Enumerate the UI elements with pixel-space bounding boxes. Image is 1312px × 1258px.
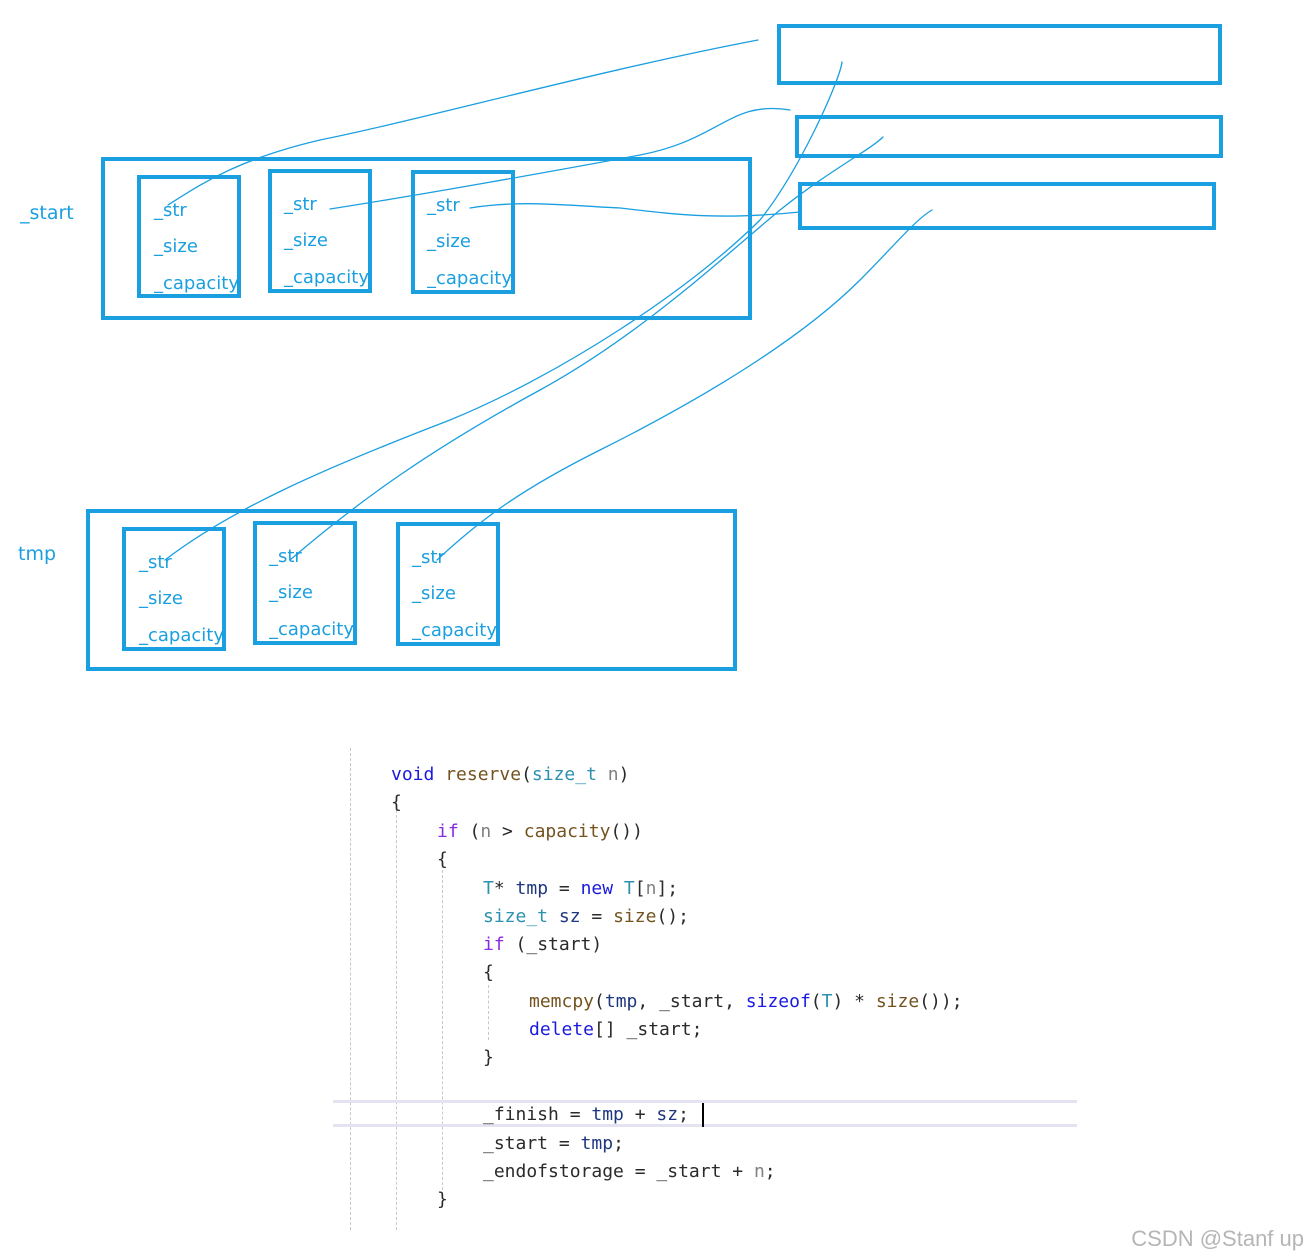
field-capacity: _capacity xyxy=(284,267,369,288)
field-capacity: _capacity xyxy=(139,625,223,646)
field-size: _size xyxy=(269,582,313,603)
field-str: _str xyxy=(269,546,302,567)
field-capacity: _capacity xyxy=(154,273,238,294)
code-line: } xyxy=(483,1047,494,1068)
field-capacity: _capacity xyxy=(412,620,497,641)
field-capacity: _capacity xyxy=(269,619,354,640)
field-size: _size xyxy=(284,230,328,251)
tmp-label: tmp xyxy=(18,543,57,565)
memory-block-1 xyxy=(777,24,1222,85)
indent-guide xyxy=(396,800,397,1230)
text-caret xyxy=(702,1103,704,1127)
indent-guide xyxy=(488,985,489,1040)
code-line: { xyxy=(437,849,448,870)
code-line: delete[] _start; xyxy=(529,1019,703,1040)
memory-block-3 xyxy=(798,182,1216,230)
code-line: if (_start) xyxy=(483,934,603,955)
field-size: _size xyxy=(427,231,471,252)
memory-block-2 xyxy=(795,115,1223,158)
code-line: _finish = tmp + sz; xyxy=(483,1104,689,1125)
indent-guide xyxy=(350,748,351,1230)
watermark: CSDN @Stanf up xyxy=(1131,1226,1304,1251)
field-size: _size xyxy=(154,236,198,257)
code-line: size_t sz = size(); xyxy=(483,906,689,927)
field-capacity: _capacity xyxy=(427,268,512,289)
code-line: if (n > capacity()) xyxy=(437,821,643,842)
code-line: _endofstorage = _start + n; xyxy=(483,1161,776,1182)
field-str: _str xyxy=(427,195,460,216)
code-line: T* tmp = new T[n]; xyxy=(483,878,679,899)
field-size: _size xyxy=(139,588,183,609)
code-line: { xyxy=(391,792,402,813)
code-line: memcpy(tmp, _start, sizeof(T) * size()); xyxy=(529,991,963,1012)
start-label: _start xyxy=(20,202,74,224)
field-str: _str xyxy=(284,194,317,215)
code-line: { xyxy=(483,962,494,983)
code-line: void reserve(size_t n) xyxy=(391,764,630,785)
code-line: } xyxy=(437,1189,448,1210)
field-size: _size xyxy=(412,583,456,604)
current-line-highlight-bottom xyxy=(333,1124,1077,1127)
indent-guide xyxy=(442,870,443,1190)
code-line: _start = tmp; xyxy=(483,1133,624,1154)
field-str: _str xyxy=(412,547,445,568)
current-line-highlight-top xyxy=(333,1100,1077,1103)
field-str: _str xyxy=(154,200,187,221)
field-str: _str xyxy=(139,552,172,573)
